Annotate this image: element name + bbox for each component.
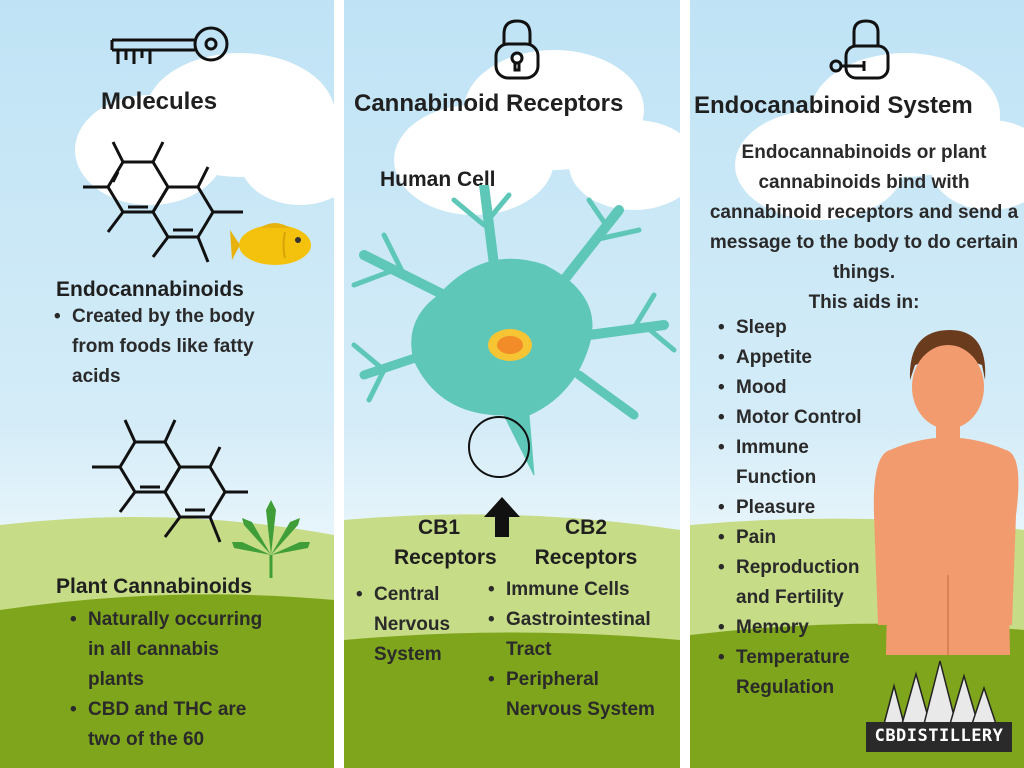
list-item: Reproduction and Fertility	[718, 553, 883, 613]
key-icon	[110, 26, 229, 64]
arrow-up-icon	[484, 497, 520, 537]
list-item: Pleasure	[718, 493, 883, 523]
list-item: CBD and THC are two of the 60	[70, 695, 280, 755]
list-item: Motor Control	[718, 403, 883, 433]
cannabis-leaf-icon	[232, 500, 310, 578]
cb2-label: CB2 Receptors	[534, 516, 638, 569]
ecs-description: Endocannabinoids or plant cannabinoids b…	[709, 142, 1019, 283]
cb1-label: CB1 Receptors	[394, 516, 497, 569]
aids-list: Sleep Appetite Mood Motor Control Immune…	[718, 313, 883, 703]
human-cell-label: Human Cell	[380, 168, 496, 191]
endocannabinoids-list: Created by the body from foods like fatt…	[54, 302, 294, 392]
unlocked-padlock-icon	[829, 19, 890, 80]
aids-label: This aids in:	[808, 292, 920, 313]
list-item: Memory	[718, 613, 883, 643]
human-body-figure	[873, 330, 1019, 655]
cb1-list: Central Nervous System	[356, 580, 476, 670]
list-item: Created by the body from foods like fatt…	[54, 302, 294, 392]
plant-cannabinoids-heading: Plant Cannabinoids	[56, 575, 253, 598]
list-item: Pain	[718, 523, 883, 553]
list-item: Peripheral Nervous System	[488, 665, 678, 725]
molecules-panel: Molecules Endocannabinoids Created by th…	[0, 0, 334, 768]
list-item: Sleep	[718, 313, 883, 343]
padlock-icon	[494, 19, 540, 80]
list-item: Naturally occurring in all cannabis plan…	[70, 605, 280, 695]
receptors-panel: Cannabinoid Receptors Human Cell CB1 Rec…	[344, 0, 680, 768]
list-item: Appetite	[718, 343, 883, 373]
logo-text: CBDISTILLERY	[874, 726, 1004, 746]
human-cell-neuron-icon	[351, 185, 677, 478]
cbdistillery-logo	[866, 660, 1012, 752]
endocannabinoid-molecule-icon	[83, 141, 243, 263]
list-item: Mood	[718, 373, 883, 403]
receptors-title: Cannabinoid Receptors	[354, 90, 624, 117]
list-item: Temperature Regulation	[718, 643, 883, 703]
list-item: Immune Function	[718, 433, 883, 493]
plant-cannabinoids-list: Naturally occurring in all cannabis plan…	[70, 605, 280, 755]
cb2-list: Immune Cells Gastrointestinal Tract Peri…	[488, 575, 678, 725]
endocannabinoid-system-panel: Endocanabinoid System Endocannabinoids o…	[690, 0, 1024, 768]
list-item: Immune Cells	[488, 575, 678, 605]
plant-cannabinoid-molecule-icon	[92, 419, 248, 543]
list-item: Gastrointestinal Tract	[488, 605, 678, 665]
list-item: Central Nervous System	[356, 580, 476, 670]
molecules-title: Molecules	[101, 88, 218, 115]
fish-icon	[230, 223, 311, 265]
endocannabinoids-heading: Endocannabinoids	[56, 278, 244, 301]
ecs-title: Endocanabinoid System	[694, 92, 973, 119]
